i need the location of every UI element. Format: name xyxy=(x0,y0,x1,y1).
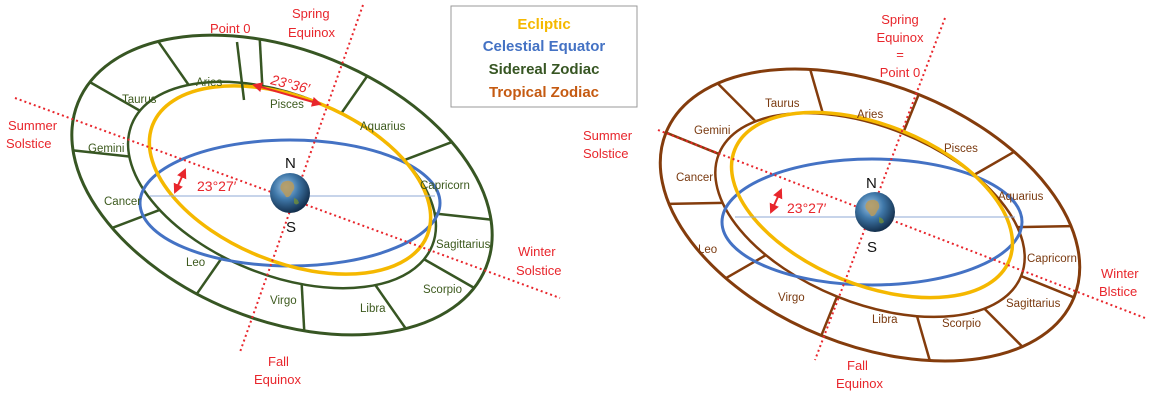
right-north-label: N xyxy=(866,175,877,192)
sign-divider xyxy=(423,258,475,289)
left-spring-label-1: Spring xyxy=(292,6,330,21)
right-earth-icon xyxy=(855,192,895,232)
legend-sidereal-zodiac: Sidereal Zodiac xyxy=(489,61,600,78)
sign-divider xyxy=(195,255,224,295)
right-obliquity-arrow xyxy=(769,188,783,214)
left-equinox-axis xyxy=(239,4,364,353)
left-north-label: N xyxy=(285,155,296,172)
right-summer-label-1: Summer xyxy=(583,128,633,143)
right-diagram: Spring Equinox = Point 0 Summer Solstice… xyxy=(583,12,1146,391)
right-spring-label-2: Equinox xyxy=(877,30,924,45)
sign-divider xyxy=(668,201,723,206)
sign-divider xyxy=(111,208,161,230)
left-outer-ring xyxy=(70,33,494,337)
sign-divider xyxy=(403,140,453,162)
right-south-label: S xyxy=(867,239,877,256)
sign-divider xyxy=(340,75,369,115)
left-fall-label-1: Fall xyxy=(268,354,289,369)
left-sign-pisces: Pisces xyxy=(270,99,304,111)
right-fall-label-2: Equinox xyxy=(836,376,883,391)
sign-divider xyxy=(258,39,264,86)
legend-celestial-equator: Celestial Equator xyxy=(483,38,606,55)
right-fall-label-1: Fall xyxy=(847,358,868,373)
left-summer-label-1: Summer xyxy=(8,118,58,133)
sign-divider xyxy=(901,93,920,134)
left-winter-label-2: Solstice xyxy=(516,263,562,278)
left-obliquity-label: 23°27′ xyxy=(197,178,237,194)
right-sign-capricorn: Capricorn xyxy=(1027,253,1077,265)
right-sign-dividers xyxy=(665,69,1075,361)
left-sign-libra: Libra xyxy=(360,303,386,315)
left-ayanamsa-arrow xyxy=(252,82,322,107)
left-sign-taurus: Taurus xyxy=(122,94,157,106)
right-sign-aquarius: Aquarius xyxy=(998,191,1044,203)
left-sign-cancer: Cancer xyxy=(104,196,141,208)
right-sign-scorpio: Scorpio xyxy=(942,318,981,330)
sign-divider xyxy=(820,296,839,337)
right-sign-labels: Aries Pisces Aquarius Capricorn Sagittar… xyxy=(676,98,1077,330)
right-sign-gemini: Gemini xyxy=(694,125,730,137)
left-sign-aries: Aries xyxy=(196,77,222,89)
sign-divider xyxy=(300,284,306,331)
right-spring-label-4: Point 0 xyxy=(880,65,920,80)
sign-divider xyxy=(72,149,130,158)
left-sign-gemini: Gemini xyxy=(88,143,124,155)
legend-ecliptic: Ecliptic xyxy=(517,16,570,33)
left-labels: Point 0 Spring Equinox Summer Solstice W… xyxy=(6,6,562,387)
right-sign-cancer: Cancer xyxy=(676,172,713,184)
right-labels: Spring Equinox = Point 0 Summer Solstice… xyxy=(583,12,1139,391)
right-sign-leo: Leo xyxy=(698,244,717,256)
sign-divider xyxy=(89,81,141,112)
right-summer-label-2: Solstice xyxy=(583,146,629,161)
left-fall-label-2: Equinox xyxy=(254,372,301,387)
legend-tropical-zodiac: Tropical Zodiac xyxy=(489,84,599,101)
sign-divider xyxy=(374,284,407,330)
sign-divider xyxy=(716,82,757,123)
right-winter-label-1: Winter xyxy=(1101,266,1139,281)
right-equinox-axis xyxy=(814,17,946,361)
right-obliquity-label: 23°27′ xyxy=(787,200,827,216)
right-sign-taurus: Taurus xyxy=(765,98,800,110)
sign-divider xyxy=(1020,274,1075,299)
right-sign-libra: Libra xyxy=(872,314,898,326)
sign-divider xyxy=(434,212,492,221)
left-sign-dividers xyxy=(72,39,492,331)
left-sign-capricorn: Capricorn xyxy=(420,180,470,192)
sign-divider xyxy=(808,69,825,115)
sign-divider xyxy=(915,315,932,361)
sign-divider xyxy=(973,150,1015,176)
left-south-label: S xyxy=(286,219,296,236)
sign-divider xyxy=(725,254,767,280)
left-earth-icon xyxy=(270,173,310,213)
right-spring-label-1: Spring xyxy=(881,12,919,27)
legend: Ecliptic Celestial Equator Sidereal Zodi… xyxy=(450,5,638,108)
right-sign-virgo: Virgo xyxy=(778,292,805,304)
left-sign-aquarius: Aquarius xyxy=(360,121,406,133)
right-sign-pisces: Pisces xyxy=(944,143,978,155)
left-sign-virgo: Virgo xyxy=(270,295,297,307)
sign-divider xyxy=(157,40,190,86)
left-sign-scorpio: Scorpio xyxy=(423,284,462,296)
left-sign-sagittarius: Sagittarius xyxy=(436,239,491,251)
left-point-zero-line xyxy=(235,41,246,101)
right-spring-label-3: = xyxy=(896,47,904,62)
left-summer-label-2: Solstice xyxy=(6,136,52,151)
legend-box xyxy=(450,5,638,108)
right-sign-sagittarius: Sagittarius xyxy=(1006,298,1061,310)
left-sign-labels: Aries Pisces Aquarius Capricorn Sagittar… xyxy=(88,77,491,315)
right-solstice-axis xyxy=(657,129,1146,319)
right-celestial-equator xyxy=(720,157,1024,287)
sign-divider xyxy=(983,307,1024,348)
right-sign-aries: Aries xyxy=(857,109,883,121)
left-winter-label-1: Winter xyxy=(518,244,556,259)
left-sign-leo: Leo xyxy=(186,257,205,269)
right-winter-label-2: Blstice xyxy=(1099,284,1137,299)
sign-divider xyxy=(1017,224,1072,229)
left-obliquity-arrow xyxy=(173,168,187,194)
left-diagram: Point 0 Spring Equinox Summer Solstice W… xyxy=(6,4,562,387)
left-point-zero-label: Point 0 xyxy=(210,21,250,36)
left-spring-label-2: Equinox xyxy=(288,25,335,40)
